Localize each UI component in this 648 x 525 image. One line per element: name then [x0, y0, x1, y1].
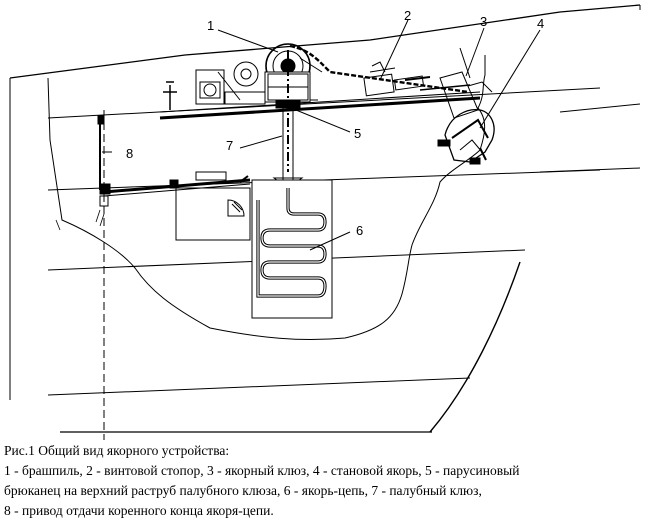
chain-on-deck — [289, 44, 469, 94]
callout-4: 4 — [537, 16, 544, 31]
chain-locker — [251, 179, 333, 319]
hawse-pipe — [419, 47, 493, 119]
callout-2: 2 — [404, 8, 411, 23]
callout-6: 6 — [356, 223, 363, 238]
upper-deck — [159, 91, 481, 120]
cutaway-region — [47, 55, 486, 341]
screw-stopper — [363, 61, 431, 97]
caption-title: Рис.1 Общий вид якорного устройства: — [4, 443, 230, 458]
hull-outline — [9, 4, 641, 433]
figure-caption: Рис.1 Общий вид якорного устройства: 1 -… — [4, 441, 644, 521]
callout-8: 8 — [126, 146, 133, 161]
callout-3: 3 — [480, 14, 487, 29]
stowed-anchor — [437, 109, 495, 165]
deck-pipe — [272, 50, 304, 189]
release-gear — [97, 110, 251, 440]
leader-lines — [102, 19, 541, 251]
caption-legend-line-3: 8 - привод отдачи коренного конца якоря-… — [4, 503, 274, 518]
callout-1: 1 — [207, 18, 214, 33]
callout-labels: 1 2 3 4 5 6 7 8 — [126, 8, 544, 238]
caption-legend-line-1: 1 - брашпиль, 2 - винтовой стопор, 3 - я… — [4, 463, 520, 478]
callout-5: 5 — [354, 126, 361, 141]
hull-hatches — [55, 209, 105, 231]
callout-7: 7 — [226, 138, 233, 153]
anchor-arrangement-diagram: 1 2 3 4 5 6 7 8 — [9, 4, 641, 440]
caption-legend-line-2: брюканец на верхний раструб палубного кл… — [4, 483, 482, 498]
waterlines — [47, 87, 641, 396]
